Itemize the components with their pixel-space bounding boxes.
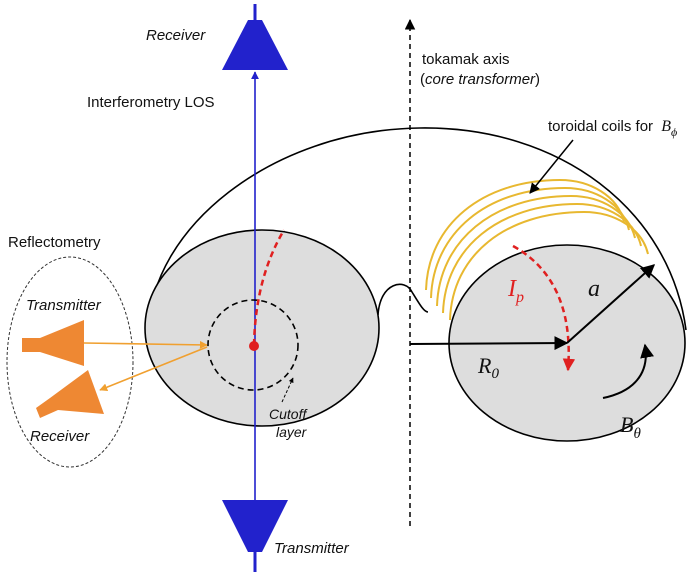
cutoff-label-line1: Cutoff — [269, 406, 308, 422]
plasma-current-left — [252, 229, 286, 346]
reflectometry-incident-ray — [83, 340, 208, 349]
minor-radius-arrow — [566, 264, 656, 344]
toroidal-coils-text: toroidal coils for — [548, 118, 653, 135]
minor-radius-label: a — [588, 276, 600, 302]
reflectometry-receiver-label: Receiver — [30, 428, 90, 445]
interferometry-los-label: Interferometry LOS — [87, 94, 215, 111]
major-radius-arrow — [409, 336, 569, 351]
plasma-center-dot — [249, 341, 259, 351]
toroidal-coils — [425, 178, 649, 321]
major-radius-label: R0 — [477, 353, 499, 382]
tokamak-axis-label: tokamak axis — [422, 51, 510, 68]
poloidal-field-symbol: B — [620, 412, 633, 437]
reflectometry-transmitter-horn — [22, 320, 84, 366]
reflectometry-receiver-horn — [36, 370, 104, 418]
poloidal-field-arrow — [602, 343, 654, 399]
plasma-current-symbol: I — [507, 276, 517, 302]
poloidal-field-label: Bθ — [620, 412, 641, 442]
central-column-outline — [377, 283, 429, 316]
vessel-outline — [148, 127, 687, 331]
core-transformer-label: (core transformer) — [420, 71, 540, 88]
plasma-current-arrow — [512, 244, 576, 372]
major-radius-subscript: 0 — [491, 366, 499, 382]
plasma-current-subscript: p — [515, 289, 524, 306]
transmitter-horn-bottom — [222, 500, 288, 552]
cutoff-layer-circle — [207, 299, 299, 391]
reflectometry-label: Reflectometry — [8, 234, 101, 251]
toroidal-field-symbol: B — [661, 118, 671, 135]
core-transformer-text: core transformer — [425, 71, 536, 88]
reflectometry-group-outline — [6, 256, 134, 468]
toroidal-coils-label: toroidal coils for Bϕ — [548, 118, 677, 139]
receiver-top-label: Receiver — [146, 27, 206, 44]
poloidal-field-subscript: θ — [633, 426, 641, 442]
cutoff-label-line2: layer — [276, 424, 308, 440]
plasma-cross-section-left — [144, 229, 380, 427]
toroidal-field-subscript: ϕ — [671, 125, 677, 139]
reflectometry-transmitter-label: Transmitter — [26, 297, 102, 314]
reflectometry-reflected-ray — [99, 346, 208, 392]
coils-pointer-arrow — [529, 139, 574, 194]
major-radius-symbol: R — [477, 353, 492, 378]
transmitter-bottom-label: Transmitter — [274, 540, 350, 557]
cutoff-pointer-arrow — [281, 377, 294, 403]
receiver-horn-top — [222, 20, 288, 70]
plasma-current-label: Ip — [507, 276, 524, 306]
